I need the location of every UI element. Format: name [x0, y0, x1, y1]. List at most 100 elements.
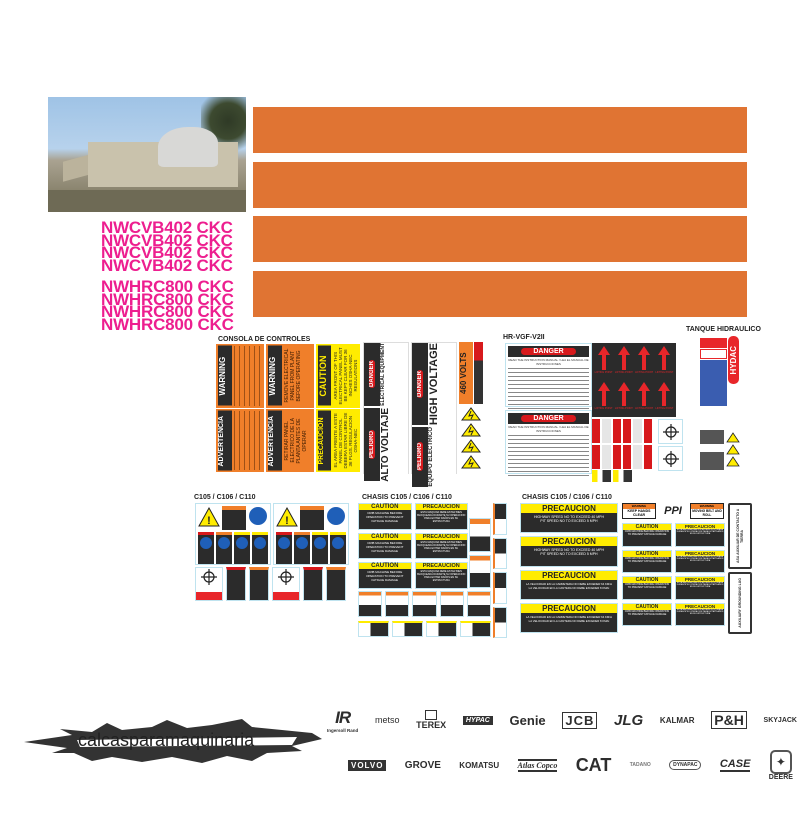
up-arrow-icon — [617, 346, 630, 370]
svg-text:!: ! — [285, 515, 289, 527]
ppe-decal — [216, 532, 232, 564]
ppe-decal — [234, 532, 250, 564]
mini-danger — [592, 419, 601, 443]
hydac-blue-label — [700, 360, 727, 406]
logo-skyjack: SKYJACK — [763, 716, 797, 724]
equipo-electrico-text: EQUIPO ELECTRICO — [428, 427, 434, 487]
crosshair-icon — [278, 569, 294, 585]
danger-fine-text — [508, 368, 589, 410]
model-group-b: NWHRC800 CKC NWHRC800 CKC NWHRC800 CKC N… — [101, 278, 234, 332]
lifting-point-decals: LIFTING POINT LIFTING POINT LIFTING POIN… — [592, 343, 676, 417]
logo-tadano: TADANO — [629, 762, 651, 768]
model-line: NWHRC800 CKC — [101, 289, 234, 309]
logo-terex: TEREX — [416, 710, 446, 730]
brand-logo: calcasparamaquinaria — [12, 715, 322, 767]
lifting-point-decal: LIFTING POINT — [655, 381, 674, 416]
precaucion-header: PRECAUCION — [318, 410, 331, 470]
hydac-panels — [700, 338, 727, 406]
decal-warning-service: WARNING ADVERTENCIA — [216, 344, 264, 472]
area-es-text: EL AREA FRENTE A ESTE PANEL DE CONTROL D… — [333, 412, 358, 469]
manufacturer-logos-row-1: IR Ingersoll Rand metso TEREX HYPAC Geni… — [327, 703, 797, 737]
hydac-small-decals — [700, 430, 740, 470]
decal-460-volts: 460 VOLTS — [459, 342, 483, 474]
caution-small-row — [358, 621, 491, 637]
mini-peligro — [612, 445, 621, 469]
small-yellow-black-decals — [592, 470, 632, 482]
electric-shock-triangle-icon — [461, 407, 481, 469]
section-title-consola: CONSOLA DE CONTROLES — [218, 336, 311, 343]
advertencia-header: ADVERTENCIA — [268, 410, 282, 470]
high-voltage-text: HIGH VOLTAGE — [428, 343, 440, 426]
red-tag — [196, 592, 222, 600]
danger-fall-decal — [249, 567, 269, 601]
decal-advertencia-ppe-2: ! — [273, 503, 349, 565]
caution-header: CAUTION — [318, 346, 331, 406]
electrical-equipment-text: ELECTRICAL EQUIPMENT — [380, 343, 386, 406]
decal-auxiliary-grounding: AUXILIARY GROUNDING LUG — [728, 572, 752, 634]
warning-header: WARNING — [218, 346, 232, 406]
model-line: NWCVB402 CKC — [101, 255, 233, 275]
decal-danger-manual-2: DANGER READ THE INSTRUCTION MANUAL / LEA… — [505, 410, 592, 477]
advertencia-fine-text — [234, 410, 262, 470]
crosshair-decal — [195, 567, 223, 601]
crosshair-icon — [662, 423, 679, 440]
lifting-point-decal: LIFTING POINT — [614, 345, 633, 380]
logo-jlg: JLG — [614, 711, 644, 729]
up-arrow-icon — [658, 381, 671, 406]
logo-cat: CAT — [575, 754, 612, 775]
ppe-decal — [294, 532, 310, 564]
hydac-logo: HYDAC — [728, 336, 739, 384]
advertencia-text-block — [222, 506, 246, 530]
danger-fine-text — [508, 435, 589, 477]
stand-clear-column — [469, 518, 491, 588]
advertencia-header: ADVERTENCIA — [218, 410, 232, 470]
danger-peligro-mini-decals — [592, 419, 652, 469]
decal-warning-keep-hands-clear: WARNING KEEP HANDS CLEAR — [622, 503, 656, 519]
model-line: NWCVB402 CKC — [101, 230, 233, 250]
goggles-icon — [218, 537, 230, 549]
up-arrow-icon — [638, 346, 651, 370]
area-front-text: AREA FRONT OF THIS ELECTRICAL PANEL MUST… — [333, 347, 358, 405]
mask-icon — [332, 537, 344, 549]
hydac-red-label — [700, 338, 727, 348]
orange-stripe-3 — [253, 216, 747, 262]
logo-case: CASE — [719, 758, 751, 772]
red-tag — [273, 592, 299, 600]
logo-ingersoll-rand: IR Ingersoll Rand — [327, 707, 359, 733]
read-manual-icon — [327, 507, 345, 525]
logo-atlas-copco: Atlas Copco — [517, 758, 558, 772]
logo-volvo: VOLVO — [348, 759, 387, 771]
model-line: NWHRC800 CKC — [101, 302, 234, 321]
decal-danger-electrical: DANGER ELECTRICAL EQUIPMENT PELIGRO ALTO… — [363, 342, 409, 482]
danger-banner: DANGER — [521, 415, 576, 422]
retirar-panel-text: RETIRAR PANEL ELECTRICO DE LA PLANTA ANT… — [284, 417, 308, 463]
crosshair-decal — [658, 419, 683, 444]
lifting-point-decal: LIFTING POINT — [635, 381, 654, 416]
mini-peligro — [643, 445, 652, 469]
hardhat-icon — [236, 537, 248, 549]
photo-ground — [48, 190, 246, 212]
decal-danger-high-voltage: DANGER HIGH VOLTAGE PELIGRO EQUIPO ELECT… — [411, 342, 457, 487]
peligro-oval: PELIGRO — [417, 442, 423, 472]
mini-danger — [592, 445, 601, 469]
decal-warning-stand-clear — [469, 554, 491, 588]
warning-fine-text — [234, 346, 262, 406]
logo-deere: ✦ DEERE — [769, 749, 793, 781]
decal-remove-panel: WARNING REMOVE ELECTRICAL PANEL FROM PLA… — [266, 344, 314, 472]
consola-decals: WARNING ADVERTENCIA WARNING REMOVE ELECT… — [216, 344, 360, 472]
